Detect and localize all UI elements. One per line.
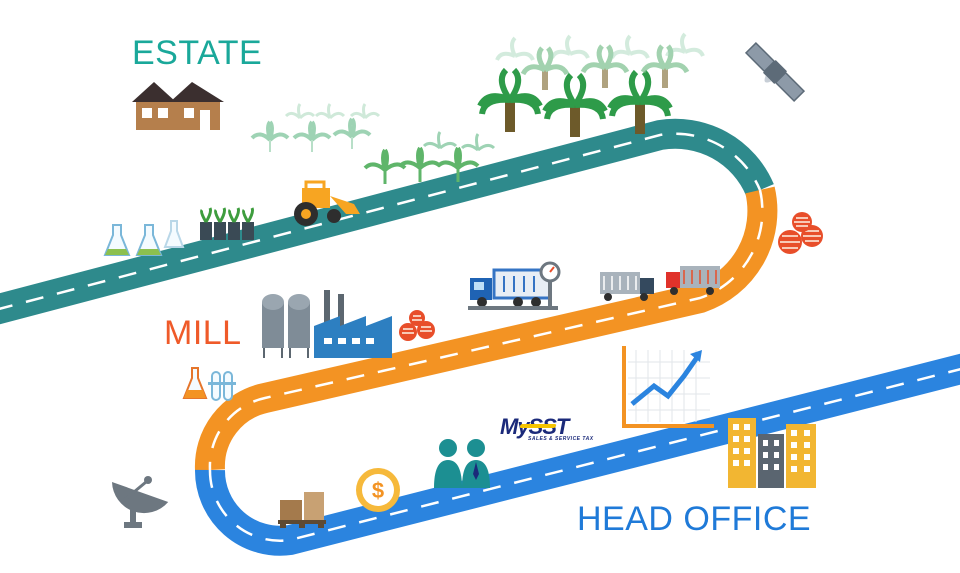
logo-accent [519, 424, 556, 428]
pallet-boxes-icon [278, 492, 326, 528]
palm-seedling-icon [252, 104, 379, 152]
growth-chart-icon [624, 346, 714, 426]
svg-text:$: $ [372, 478, 384, 503]
test-tube-icon [184, 368, 236, 400]
logo-tagline: SALES & SERVICE TAX [528, 436, 594, 442]
head-office-label: HEAD OFFICE [577, 500, 811, 539]
satellite-dish-icon [110, 466, 169, 528]
silo-icon [262, 294, 310, 358]
house-icon [132, 82, 224, 130]
estate-label: ESTATE [132, 34, 262, 73]
factory-icon [314, 290, 392, 358]
mysst-logo: MySST SALES & SERVICE TAX [500, 414, 568, 440]
dollar-coin-icon: $ [356, 468, 400, 512]
lorry-icon [600, 272, 654, 301]
mill-label: MILL [164, 314, 242, 353]
satellite-icon [741, 42, 805, 106]
people-icon [434, 439, 490, 488]
